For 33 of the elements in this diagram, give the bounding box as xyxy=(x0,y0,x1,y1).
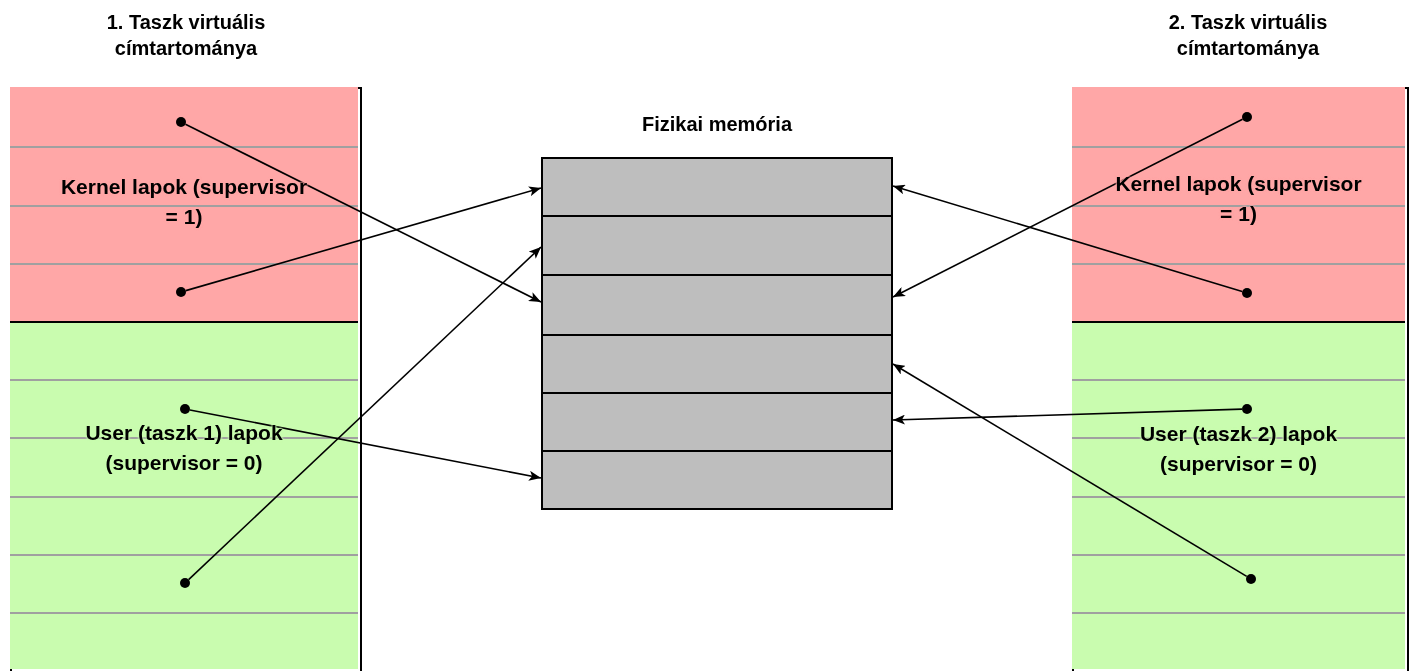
connector-dot xyxy=(176,117,186,127)
mapping-arrow xyxy=(189,409,542,481)
memory-frame xyxy=(541,450,893,510)
kernel-pages-region xyxy=(1072,87,1405,323)
connector-dot xyxy=(1242,288,1252,298)
kernel-pages-region xyxy=(10,87,358,323)
memory-frame xyxy=(541,392,893,452)
mapping-arrow xyxy=(187,246,542,581)
user-pages-region xyxy=(10,323,358,669)
mapping-arrow xyxy=(185,186,542,292)
connector-dot xyxy=(180,578,190,588)
connector-dot xyxy=(176,287,186,297)
memory-frame xyxy=(541,157,893,217)
memory-frame xyxy=(541,274,893,336)
mapping-arrow xyxy=(892,118,1244,298)
mapping-arrow xyxy=(892,363,1248,578)
memory-frame xyxy=(541,334,893,394)
connector-dot xyxy=(1242,112,1252,122)
column-heading: 2. Taszk virtuális címtartománya xyxy=(1167,10,1329,61)
connector-dot xyxy=(1242,404,1252,414)
connector-dot xyxy=(1246,574,1256,584)
column-heading: 1. Taszk virtuális címtartománya xyxy=(105,10,267,61)
mapping-arrow xyxy=(892,408,1243,425)
memory-heading: Fizikai memória xyxy=(640,112,794,137)
mapping-arrow xyxy=(892,184,1243,293)
region-label: User (taszk 1) lapok (supervisor = 0) xyxy=(84,420,284,476)
region-label: Kernel lapok (supervisor = 1) xyxy=(1114,171,1363,227)
user-pages-region xyxy=(1072,323,1405,669)
region-label: User (taszk 2) lapok (supervisor = 0) xyxy=(1138,421,1339,477)
connector-dot xyxy=(180,404,190,414)
mapping-arrow xyxy=(184,123,542,303)
region-label: Kernel lapok (supervisor = 1) xyxy=(59,174,309,230)
memory-frame xyxy=(541,215,893,276)
